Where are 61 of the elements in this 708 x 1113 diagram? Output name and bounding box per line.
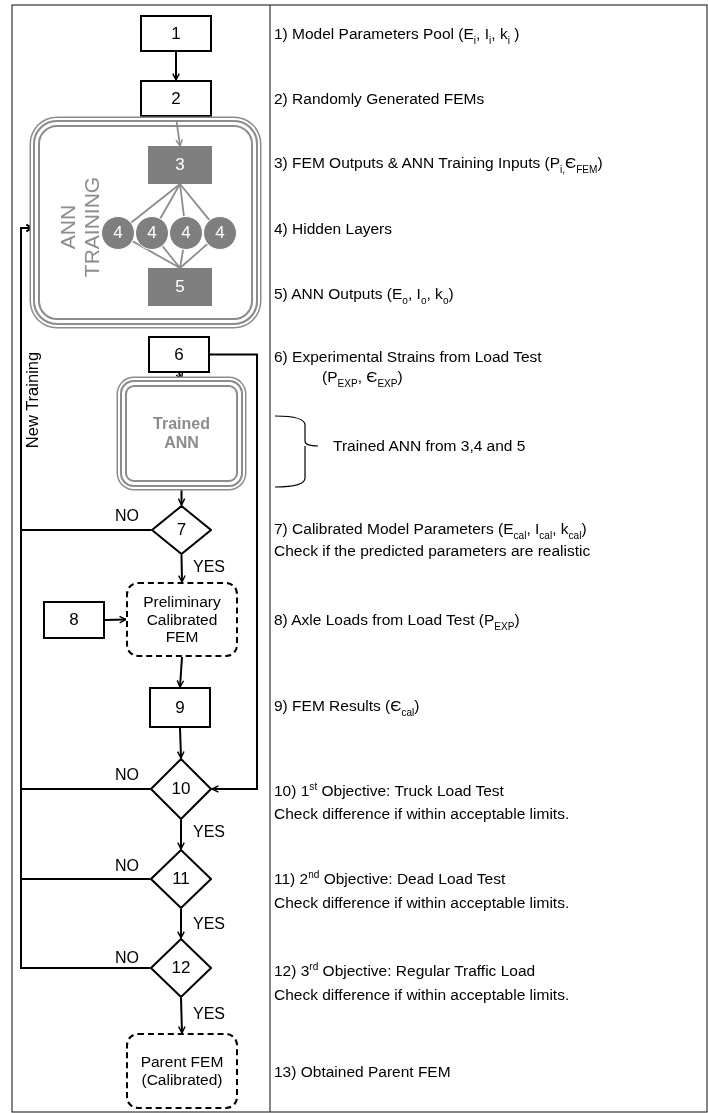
decision-diamond: 7 bbox=[151, 505, 212, 555]
process-box: 1 bbox=[140, 15, 212, 52]
edge-label: YES bbox=[192, 559, 226, 575]
description-text: 1) Model Parameters Pool (E$_{i}$, I$_{i}$, k$_{i}$ ) bbox=[274, 25, 520, 43]
decision-diamond: 12 bbox=[150, 938, 212, 998]
description-text: 8) Axle Loads from Load Test (P$_{EXP}$) bbox=[274, 611, 520, 629]
connector-line bbox=[161, 245, 181, 269]
connector-line bbox=[131, 240, 181, 269]
neuron-circle: 4 bbox=[203, 216, 237, 250]
description-text: 9) FEM Results (Є$_{cal}$) bbox=[274, 697, 420, 715]
connector-line bbox=[179, 248, 185, 269]
decision-diamond: 10 bbox=[150, 758, 212, 820]
process-box: 2 bbox=[140, 80, 212, 117]
arrow bbox=[177, 819, 185, 850]
process-box: 8 bbox=[43, 601, 105, 639]
description-text: 6) Experimental Strains from Load Test bbox=[274, 348, 542, 366]
neuron-circle: 4 bbox=[169, 216, 203, 250]
arrow bbox=[104, 615, 127, 624]
edge-label: YES bbox=[192, 916, 226, 932]
edge-label: NO bbox=[114, 508, 140, 524]
description-text: 10) 1$^{st}$ Objective: Truck Load Test bbox=[274, 782, 504, 800]
layer-box: 5 bbox=[148, 268, 212, 306]
arrow bbox=[176, 656, 185, 688]
arrow bbox=[177, 908, 185, 939]
connector-line bbox=[159, 183, 181, 220]
description-text: Check difference if within acceptable limits. bbox=[274, 986, 570, 1004]
decision-diamond: 11 bbox=[150, 849, 212, 909]
connector-line bbox=[179, 183, 185, 218]
neuron-circle: 4 bbox=[101, 216, 135, 250]
description-text: Check if the predicted parameters are realistic bbox=[274, 542, 591, 560]
dashed-process-box: Preliminary Calibrated FEM bbox=[126, 582, 238, 657]
arrow bbox=[176, 727, 185, 759]
edge-label: NO bbox=[114, 858, 140, 874]
layer-box: 3 bbox=[148, 146, 212, 184]
arrow bbox=[209, 353, 258, 793]
process-box: 6 bbox=[148, 336, 210, 373]
description-text: 12) 3$^{rd}$ Objective: Regular Traffic Load bbox=[274, 962, 536, 980]
connector-line bbox=[179, 243, 209, 269]
arrow bbox=[177, 554, 186, 583]
edge-label: YES bbox=[192, 1006, 226, 1022]
neuron-circle: 4 bbox=[135, 216, 169, 250]
connector-line bbox=[130, 183, 181, 224]
arrow bbox=[177, 997, 186, 1034]
arrow bbox=[172, 51, 180, 81]
description-text: 11) 2$^{nd}$ Objective: Dead Load Test bbox=[274, 870, 506, 888]
description-text: 5) ANN Outputs (E$_{o}$, I$_{o}$, k$_{o}$) bbox=[274, 285, 454, 303]
description-text: 4) Hidden Layers bbox=[274, 220, 393, 238]
description-text: Check difference if within acceptable limits. bbox=[274, 894, 570, 912]
description-text: Check difference if within acceptable limits. bbox=[274, 805, 570, 823]
edge-label: NO bbox=[114, 950, 140, 966]
description-text: Trained ANN from 3,4 and 5 bbox=[333, 437, 526, 455]
loop-label: New Training bbox=[22, 351, 42, 449]
process-box: 9 bbox=[149, 687, 211, 728]
dashed-process-box: Parent FEM (Calibrated) bbox=[126, 1033, 238, 1109]
edge-label: YES bbox=[192, 824, 226, 840]
connector-line bbox=[179, 183, 211, 221]
description-text: 2) Randomly Generated FEMs bbox=[274, 90, 485, 108]
description-text: 7) Calibrated Model Parameters (E$_{cal}$, I$_{cal}$, k$_{cal}$) bbox=[274, 520, 587, 538]
description-text: (P$_{EXP}$, Є$_{EXP}$) bbox=[322, 368, 403, 386]
edge-label: NO bbox=[114, 767, 140, 783]
description-text: 13) Obtained Parent FEM bbox=[274, 1063, 451, 1081]
